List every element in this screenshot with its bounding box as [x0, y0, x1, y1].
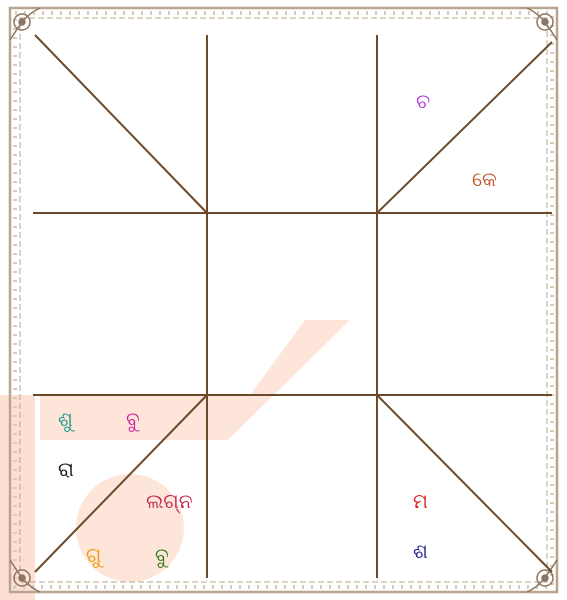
- planet-label-shani: ଶ: [413, 540, 428, 562]
- planet-label-chandra: ଚ: [416, 90, 430, 112]
- planet-label-rahu: ରା: [58, 458, 74, 480]
- planet-label-budha-2: ବୁ: [155, 544, 169, 566]
- planet-label-guru: ଗୁ: [86, 544, 101, 566]
- planet-label-lagna: ଲଗ୍ନ: [146, 490, 193, 512]
- ornate-border-outer: [10, 8, 557, 592]
- planet-label-ketu: କେ: [472, 168, 497, 190]
- diagonal-bottom-right: [377, 395, 552, 572]
- corner-ornament-bottom-right: [527, 560, 557, 592]
- diagonal-top-left: [35, 35, 207, 213]
- grid-lines: [33, 35, 552, 578]
- diagonal-top-right: [377, 42, 552, 213]
- planet-label-mangala: ମ: [413, 490, 428, 512]
- planet-label-shukra: ଶୁ: [58, 408, 73, 430]
- planet-label-budha: ବୁ: [126, 408, 140, 430]
